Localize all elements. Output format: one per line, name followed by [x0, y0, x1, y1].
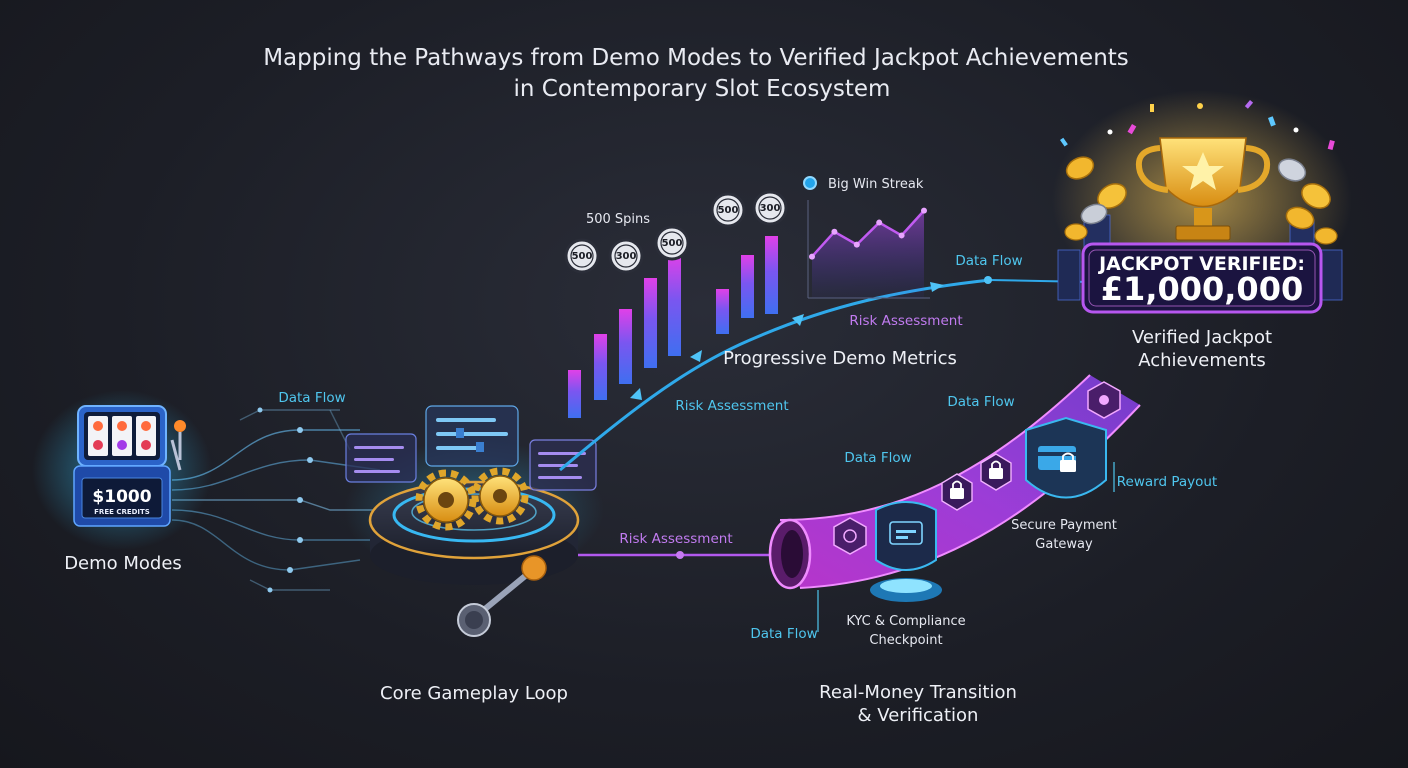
- stage-label-progressive-metrics: Progressive Demo Metrics: [723, 348, 957, 369]
- credits-label: FREE CREDITS: [94, 508, 150, 516]
- coin-value: 500: [718, 205, 739, 216]
- line-point: [831, 228, 838, 235]
- line-point: [898, 232, 905, 239]
- kyc-label-1: KYC & Compliance: [846, 614, 965, 629]
- flow-label-risk-assessment-3: Risk Assessment: [619, 531, 732, 547]
- stage-label-real-money-2: & Verification: [858, 705, 979, 726]
- ui-panel-left: [345, 433, 417, 483]
- stage-label-verified-jackpot-1: Verified Jackpot: [1132, 327, 1272, 348]
- spins-label: 500 Spins: [586, 212, 650, 227]
- title-line-1: Mapping the Pathways from Demo Modes to …: [263, 45, 1129, 71]
- gateway-label-1: Secure Payment: [1011, 518, 1117, 533]
- stage-label-core-loop: Core Gameplay Loop: [380, 683, 568, 704]
- spin-coin-badges: 500 300 500 500 300: [564, 190, 788, 274]
- spin-coin-badge: 300: [608, 238, 644, 274]
- spin-coin-badge: 500: [564, 238, 600, 274]
- lock-icon: [941, 473, 973, 511]
- coin-value: 500: [662, 238, 683, 249]
- metric-bar: [568, 370, 581, 418]
- flow-label-data-flow-4: Data Flow: [844, 450, 911, 466]
- big-win-streak-label: Big Win Streak: [828, 177, 924, 192]
- joystick-lever-icon: [457, 555, 547, 637]
- metric-bar: [594, 334, 607, 400]
- line-point: [809, 253, 815, 260]
- secure-payment-shield-icon: [1025, 416, 1107, 499]
- jackpot-amount: £1,000,000: [1101, 270, 1303, 308]
- coin-value: 500: [572, 251, 593, 262]
- metric-bar: [644, 278, 657, 368]
- line-point: [876, 219, 883, 226]
- risk-flow-line: [578, 551, 772, 559]
- coin-value: 300: [760, 203, 781, 214]
- gateway-label-2: Gateway: [1035, 537, 1093, 552]
- metrics-line-chart: [807, 200, 930, 299]
- metric-bar: [716, 289, 729, 334]
- slot-machine-icon: $1000 FREE CREDITS: [32, 390, 212, 550]
- flow-label-data-flow-5: Data Flow: [947, 394, 1014, 410]
- confetti: [1060, 99, 1335, 150]
- metric-bar: [765, 236, 778, 314]
- kyc-label-2: Checkpoint: [869, 633, 942, 648]
- kyc-checkpoint-icon: [870, 501, 942, 602]
- stage-label-verified-jackpot-2: Achievements: [1138, 350, 1266, 371]
- metrics-bar-chart: [568, 236, 778, 418]
- flow-label-risk-assessment-2: Risk Assessment: [849, 313, 962, 329]
- big-win-legend: Big Win Streak: [803, 176, 924, 192]
- credits-amount: $1000: [92, 487, 151, 507]
- gear-icon: [471, 467, 529, 525]
- ui-panel-top: [425, 405, 519, 467]
- flow-label-reward-payout: Reward Payout: [1117, 474, 1217, 490]
- stage-label-demo-modes: Demo Modes: [64, 553, 182, 574]
- spin-coin-badge: 300: [752, 190, 788, 226]
- jackpot-verified-label: JACKPOT VERIFIED:: [1097, 253, 1305, 275]
- stage-label-real-money-1: Real-Money Transition: [819, 682, 1017, 703]
- metric-bar: [668, 254, 681, 356]
- flow-label-risk-assessment-1: Risk Assessment: [675, 398, 788, 414]
- spin-coin-badge: 500: [654, 225, 690, 261]
- flow-label-data-flow-1: Data Flow: [278, 390, 345, 406]
- line-point: [853, 241, 860, 248]
- jackpot-trophy-scene: JACKPOT VERIFIED: £1,000,000: [1052, 90, 1352, 314]
- flow-label-data-flow-2: Data Flow: [955, 253, 1022, 269]
- metric-bar: [619, 309, 632, 384]
- lock-icon: [980, 453, 1012, 491]
- spin-coin-badge: 500: [710, 192, 746, 228]
- coin-value: 300: [616, 251, 637, 262]
- core-loop-platform: [344, 405, 604, 637]
- trophy-icon: [1136, 137, 1270, 241]
- flow-label-data-flow-3: Data Flow: [750, 626, 817, 642]
- gold-coins-icon: [1064, 156, 1338, 245]
- metric-bar: [741, 255, 754, 318]
- title-line-2: in Contemporary Slot Ecosystem: [514, 76, 891, 102]
- line-point: [921, 207, 927, 214]
